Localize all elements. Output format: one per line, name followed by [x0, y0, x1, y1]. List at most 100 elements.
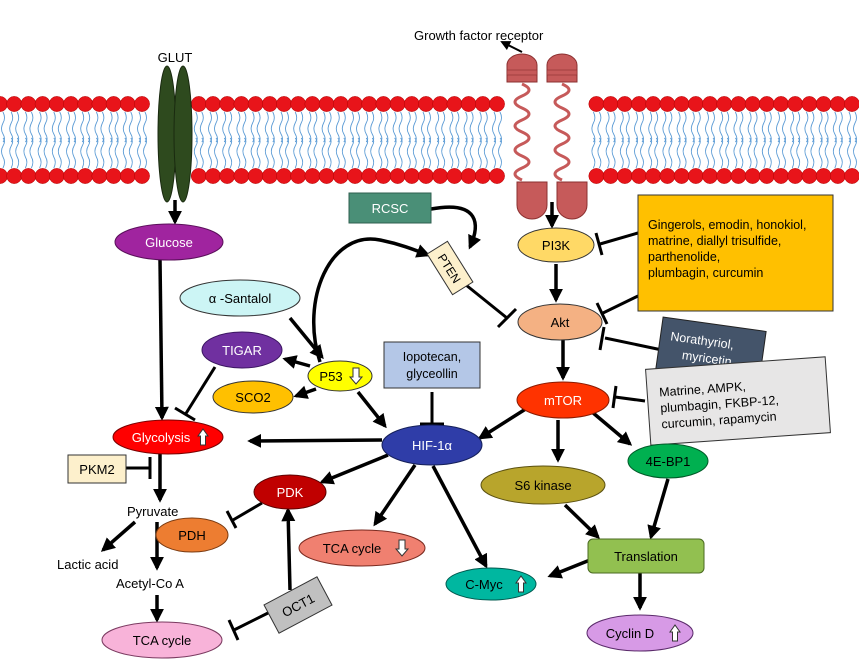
lipid-tail [364, 137, 369, 169]
lipid-tail [668, 137, 673, 169]
gingerols-line-2: matrine, diallyl trisulfide, [648, 234, 781, 248]
lipid-head [432, 96, 449, 112]
lipid-tail [427, 111, 431, 143]
inhibit-oct1-tca [233, 611, 269, 632]
lipid-tail [625, 111, 630, 143]
lipid-head [446, 168, 463, 184]
lipid-tail [86, 111, 91, 143]
arrow-4ebp1-translation [647, 478, 670, 540]
lipid-head [844, 168, 859, 184]
pdk-label: PDK [277, 485, 304, 500]
lipid-tail [753, 137, 758, 169]
lipid-head [702, 96, 718, 112]
lipid-tail [483, 137, 488, 169]
arrow-santalol-p53 [288, 316, 324, 360]
lipid-head [673, 96, 690, 112]
lipid-head [91, 168, 108, 184]
lipid-tail [236, 137, 241, 169]
lipid-tail [455, 137, 460, 169]
node-tigar: TIGAR [201, 331, 283, 369]
lipid-head [432, 168, 449, 184]
lipid-tail [122, 111, 127, 143]
glycolysis-up-arrow-icon [197, 428, 209, 446]
iopotecan-line-2: glyceollin [406, 367, 457, 381]
lipid-head [332, 168, 349, 184]
lipid-head [844, 96, 859, 112]
node-pi3k: PI3K [517, 227, 595, 263]
receptor-right-top [546, 53, 578, 83]
lipid-tail [80, 137, 85, 169]
lipid-head [361, 96, 378, 112]
lipid-head [588, 168, 605, 184]
lipid-tail [1, 137, 5, 169]
inhibit-pten-akt [465, 283, 508, 320]
inhibit-oct1-tca-bar [227, 619, 240, 641]
node-rcsc: RCSC [348, 192, 432, 224]
lipid-tail [406, 137, 411, 169]
lipid-tail [15, 111, 20, 143]
node-sco2: SCO2 [212, 380, 294, 414]
lipid-head [361, 168, 378, 184]
lipid-tail [469, 111, 474, 143]
p53-down-arrow-icon [348, 367, 364, 385]
lipid-tail [847, 111, 851, 143]
node-s6-kinase: S6 kinase [480, 465, 606, 505]
glucose-label: Glucose [145, 235, 193, 250]
lipid-tail [108, 111, 113, 143]
lipid-head [730, 168, 747, 184]
lipid-head [758, 96, 775, 112]
lipid-tail [449, 137, 454, 169]
lipid-tail [293, 111, 298, 143]
lipid-tail [790, 111, 795, 143]
receptor-right-helix [553, 82, 571, 182]
lipid-head [233, 96, 250, 112]
lipid-tail [228, 111, 233, 143]
lipid-tail [256, 111, 261, 143]
arrow-hif-pdk [319, 453, 389, 485]
lipid-tail [356, 137, 360, 169]
lipid-tail [463, 137, 468, 169]
lipid-tail [767, 111, 772, 143]
lipid-head [829, 168, 846, 184]
lipid-head [347, 168, 363, 184]
lipid-head [815, 168, 832, 184]
lipid-tail [790, 137, 795, 169]
lipid-tail [398, 111, 403, 143]
tca-cycle-label: TCA cycle [133, 633, 192, 648]
node-4ebp1: 4E-BP1 [627, 443, 709, 479]
lipid-tail [725, 111, 730, 143]
lipid-tail [37, 137, 42, 169]
arrow-hif-cmyc [431, 465, 488, 569]
arrow-pyruvate-lactic [100, 520, 137, 552]
lipid-head [474, 168, 491, 184]
lipid-tail [469, 137, 474, 169]
lipid-head [276, 96, 292, 112]
lipid-tail [29, 111, 34, 143]
lipid-tail [80, 111, 85, 143]
lipid-tail [378, 137, 383, 169]
lipid-head [616, 168, 633, 184]
lipid-head [6, 96, 23, 112]
lipid-tail [299, 137, 304, 169]
lipid-tail [832, 111, 837, 143]
inhibit-matrine-mtor-bar [611, 385, 618, 409]
lipid-tail [335, 137, 340, 169]
lipid-tail [285, 137, 289, 169]
lipid-head [304, 96, 321, 112]
inhibit-norathyriol-akt-bar [598, 326, 606, 351]
lipid-tail [214, 111, 218, 143]
lipid-head [219, 168, 236, 184]
lipid-tail [605, 137, 610, 169]
lipid-tail [9, 111, 14, 143]
lipid-tail [767, 137, 772, 169]
arrow-translation-cmyc [547, 558, 591, 579]
lipid-head [105, 96, 122, 112]
lipid-tail [847, 137, 851, 169]
gingerols-line-1: Gingerols, emodin, honokiol, [648, 218, 806, 232]
node-pdh: PDH [155, 517, 229, 553]
arrow-p53-tigar [282, 355, 311, 369]
lipid-tail [299, 111, 304, 143]
lipid-head [645, 96, 662, 112]
receptor-left-top [506, 53, 538, 83]
lipid-head [673, 168, 690, 184]
